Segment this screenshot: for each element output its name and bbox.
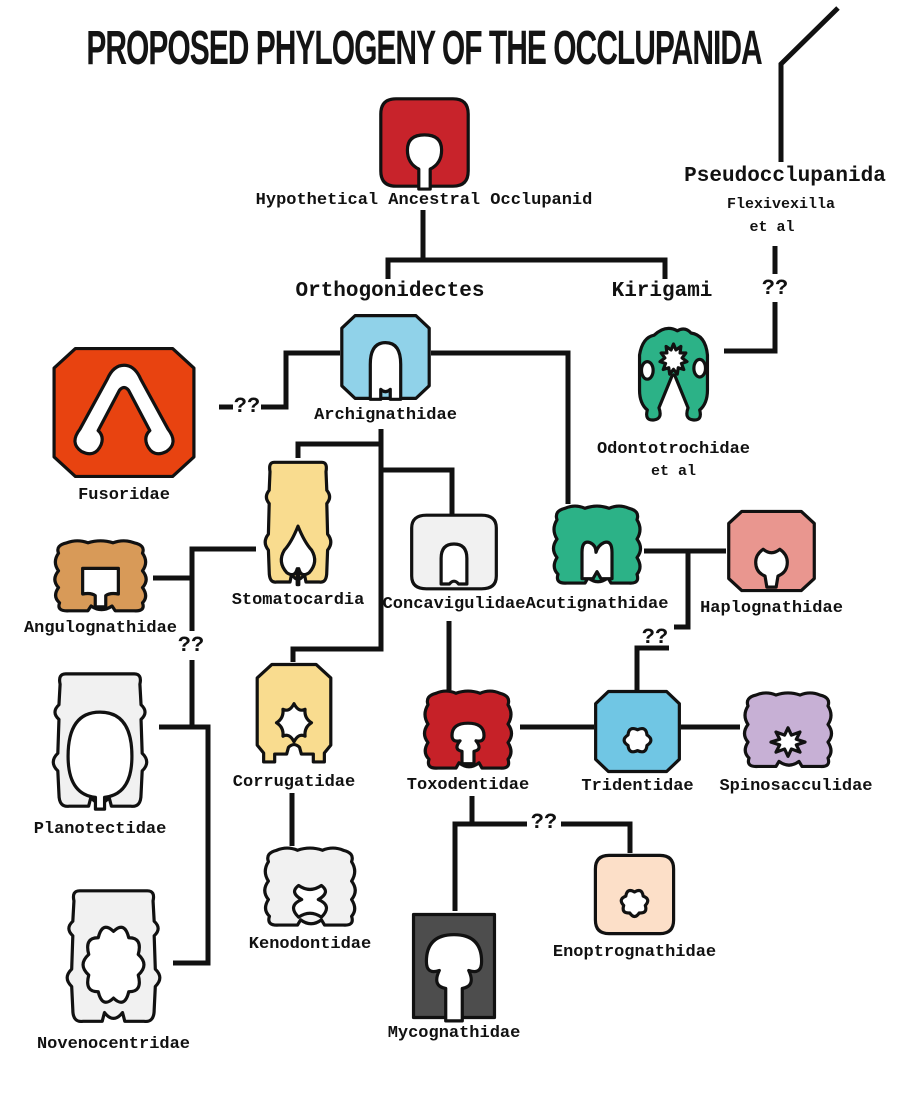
family-label-spinosacculidae: Spinosacculidae <box>719 777 873 796</box>
clip-enoptrognathidae <box>592 852 677 937</box>
outgroup-detail: Flexivexilla <box>726 196 836 213</box>
clip-mycognathidae <box>408 910 500 1022</box>
clip-spinosacculidae <box>738 690 838 774</box>
family-label-kenodontidae: Kenodontidae <box>248 935 372 954</box>
family-label-tridentidae: Tridentidae <box>581 777 694 796</box>
family-label-enoptrognathidae: Enoptrognathidae <box>552 943 717 962</box>
family-label-haplognathidae: Haplognathidae <box>700 599 843 618</box>
clade-label-orthogonidectes: Orthogonidectes <box>295 280 485 303</box>
clip-planotectidae <box>43 668 157 815</box>
family-label-toxodentidae: Toxodentidae <box>406 776 530 795</box>
clip-acutignathidae <box>547 503 647 591</box>
family-label-archignathidae: Archignathidae <box>314 406 457 425</box>
family-label-corrugatidae: Corrugatidae <box>232 773 356 792</box>
family-sublabel-odontotrochidae: et al <box>650 463 697 480</box>
clip-kenodontidae <box>258 845 362 933</box>
clip-corrugatidae <box>248 660 340 772</box>
clip-angulognathidae <box>48 538 153 618</box>
clip-odontotrochidae <box>625 322 722 432</box>
clip-haplognathidae <box>725 508 818 594</box>
family-label-fusoridae: Fusoridae <box>78 486 170 505</box>
outgroup-detail-etal: et al <box>749 219 795 236</box>
clip-fusoridae <box>48 343 200 482</box>
uncertainty-marker-enoptrognathidae: ?? <box>530 810 558 835</box>
page-title: PROPOSED PHYLOGENY OF THE OCCLUPANIDA <box>86 22 762 76</box>
uncertainty-marker-tridentidae: ?? <box>641 625 669 650</box>
family-label-planotectidae: Planotectidae <box>33 820 167 839</box>
family-label-angulognathidae: Angulognathidae <box>23 619 178 638</box>
clade-label-kirigami: Kirigami <box>611 280 713 303</box>
uncertainty-marker-fusoridae: ?? <box>233 394 261 419</box>
clip-stomatocardia <box>258 457 338 590</box>
family-label-novenocentridae: Novenocentridae <box>36 1035 191 1054</box>
clip-root <box>377 95 472 190</box>
uncertainty-marker-pseudocclupanida: ?? <box>761 276 789 301</box>
family-label-stomatocardia: Stomatocardia <box>231 591 365 610</box>
family-label-odontotrochidae: Odontotrochidae <box>596 440 751 459</box>
family-label-acutignathidae: Acutignathidae <box>525 595 669 614</box>
clip-toxodentidae <box>418 688 518 776</box>
root-caption: Hypothetical Ancestral Occlupanid <box>255 191 593 210</box>
clip-novenocentridae <box>57 885 170 1030</box>
clip-archignathidae <box>338 312 433 402</box>
outgroup-label-pseudocclupanida: Pseudocclupanida <box>684 165 886 188</box>
family-label-mycognathidae: Mycognathidae <box>387 1024 521 1043</box>
family-label-concavigulidae: Concavigulidae <box>382 595 526 614</box>
uncertainty-marker-planotectidae: ?? <box>177 633 205 658</box>
clip-concavigulidae <box>408 512 500 592</box>
clip-tridentidae <box>592 688 683 775</box>
